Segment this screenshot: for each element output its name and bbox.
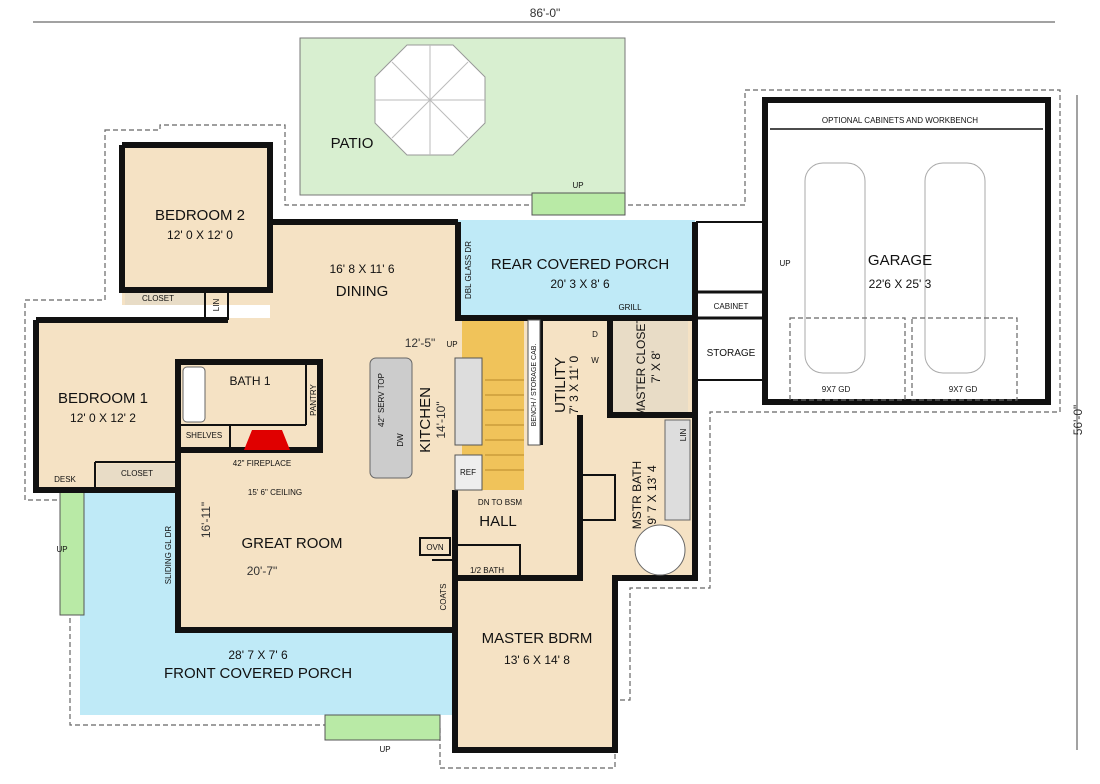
coats-label: COATS [439, 584, 448, 611]
garage-door-1-label: 9X7 GD [822, 385, 851, 394]
bench-label: BENCH / STORAGE CAB. [531, 344, 538, 427]
mstr-bath-label: MSTR BATH [630, 461, 644, 529]
width-label: 86'-0" [530, 6, 561, 20]
kitchen-depth: 14'-10" [434, 401, 448, 438]
garage-label: GARAGE [868, 252, 932, 269]
patio-up-label: UP [572, 181, 583, 190]
front-step [324, 714, 441, 741]
lin1-label: LIN [212, 299, 221, 312]
dining-size: 16' 8 X 11' 6 [329, 262, 394, 276]
shelves-label: SHELVES [186, 431, 222, 440]
garage [762, 97, 1051, 405]
bedroom1-size: 12' 0 X 12' 2 [70, 411, 136, 425]
closet-b2-label: CLOSET [142, 294, 174, 303]
sliding-door-label: SLIDING GL DR [164, 526, 173, 585]
room-labels: BEDROOM 2 12' 0 X 12' 0 CLOSET LIN 16' 8… [54, 116, 978, 754]
kitchen-label: KITCHEN [417, 387, 434, 453]
great-room-depth: 16'-11" [199, 502, 213, 538]
hall-label: HALL [479, 513, 517, 530]
bedroom1-label: BEDROOM 1 [58, 390, 148, 407]
closet-b1-label: CLOSET [121, 469, 153, 478]
desk-label: DESK [54, 475, 76, 484]
patio-step [531, 192, 626, 216]
interior-partitions [94, 290, 616, 630]
mstr-bathtub [634, 524, 686, 576]
utility-size: 7' 3 X 11' 0 [567, 355, 581, 414]
closet-b1-floor [97, 464, 177, 486]
master-closet-label: MASTER CLOSET [634, 316, 648, 418]
patio-label: PATIO [331, 135, 374, 152]
front-up-label: UP [379, 745, 390, 754]
oven-label: OVN [426, 543, 444, 552]
grill-label: GRILL [618, 303, 642, 312]
depth-label: 56'-0" [1071, 405, 1085, 436]
washer-label: W [591, 356, 599, 365]
storage-label: STORAGE [707, 348, 756, 359]
rear-covered-porch [458, 220, 695, 318]
car-2 [924, 162, 986, 374]
ceiling-label: 15' 6" CEILING [248, 488, 302, 497]
dbl-glass-door-label: DBL GLASS DR [464, 241, 473, 299]
rear-porch-size: 20' 3 X 8' 6 [550, 277, 610, 291]
car-1 [804, 162, 866, 374]
bench-cabinet [527, 319, 541, 446]
lin2-label: LIN [679, 429, 688, 442]
kitchen-island [369, 357, 413, 479]
side-step [59, 491, 85, 616]
dryer-label: D [592, 330, 598, 339]
serv-top-label: 42" SERV TOP [377, 373, 386, 427]
fireplace-icon [244, 430, 290, 450]
great-room-label: GREAT ROOM [241, 535, 342, 552]
front-covered-porch [80, 490, 455, 715]
master-bdrm-label: MASTER BDRM [482, 630, 593, 647]
mstr-vanity [664, 419, 691, 521]
fireplace-label: 42" FIREPLACE [233, 459, 291, 468]
garage-up-label: UP [779, 259, 790, 268]
ref-label: REF [460, 468, 476, 477]
stairs-down-label: DN TO BSM [478, 498, 522, 507]
cabinet-label: CABINET [714, 302, 749, 311]
mstr-bath-size: 9' 7 X 13' 4 [645, 465, 659, 525]
refrigerator [454, 454, 483, 491]
dw-label: DW [396, 433, 405, 447]
stair-up-label: UP [446, 340, 457, 349]
garage-door-1[interactable] [789, 317, 906, 401]
closet-b2-floor [125, 290, 205, 305]
pantry-label: PANTRY [309, 383, 318, 415]
bedroom2-size: 12' 0 X 12' 0 [167, 228, 233, 242]
master-closet-size: 7' X 8' [649, 351, 663, 384]
overall-depth-dimension: 56'-0" [1071, 95, 1085, 750]
rear-porch-label: REAR COVERED PORCH [491, 256, 669, 273]
front-porch-size: 28' 7 X 7' 6 [228, 648, 288, 662]
garage-size: 22'6 X 25' 3 [869, 277, 932, 291]
stair-treads [485, 379, 524, 471]
master-bdrm-size: 13' 6 X 14' 8 [504, 653, 570, 667]
half-bath-label: 1/2 BATH [470, 566, 504, 575]
great-room-width: 20'-7" [247, 564, 278, 578]
front-porch-label: FRONT COVERED PORCH [164, 665, 352, 682]
bedroom2-label: BEDROOM 2 [155, 207, 245, 224]
bathtub [182, 366, 206, 423]
bath1-label: BATH 1 [229, 374, 270, 388]
overall-width-dimension: 86'-0" [33, 6, 1055, 23]
umbrella-ribs [375, 45, 485, 155]
kitchen-counter [454, 357, 483, 446]
roof-outline [24, 89, 1061, 769]
garage-door-2-label: 9X7 GD [949, 385, 978, 394]
workbench-label: OPTIONAL CABINETS AND WORKBENCH [822, 116, 978, 125]
kitchen-width: 12'-5" [405, 336, 436, 350]
utility-label: UTILITY [552, 357, 569, 413]
master-closet-floor [610, 320, 688, 415]
garage-door-2[interactable] [911, 317, 1018, 401]
side-up-label: UP [56, 545, 67, 554]
dining-label: DINING [336, 283, 389, 300]
